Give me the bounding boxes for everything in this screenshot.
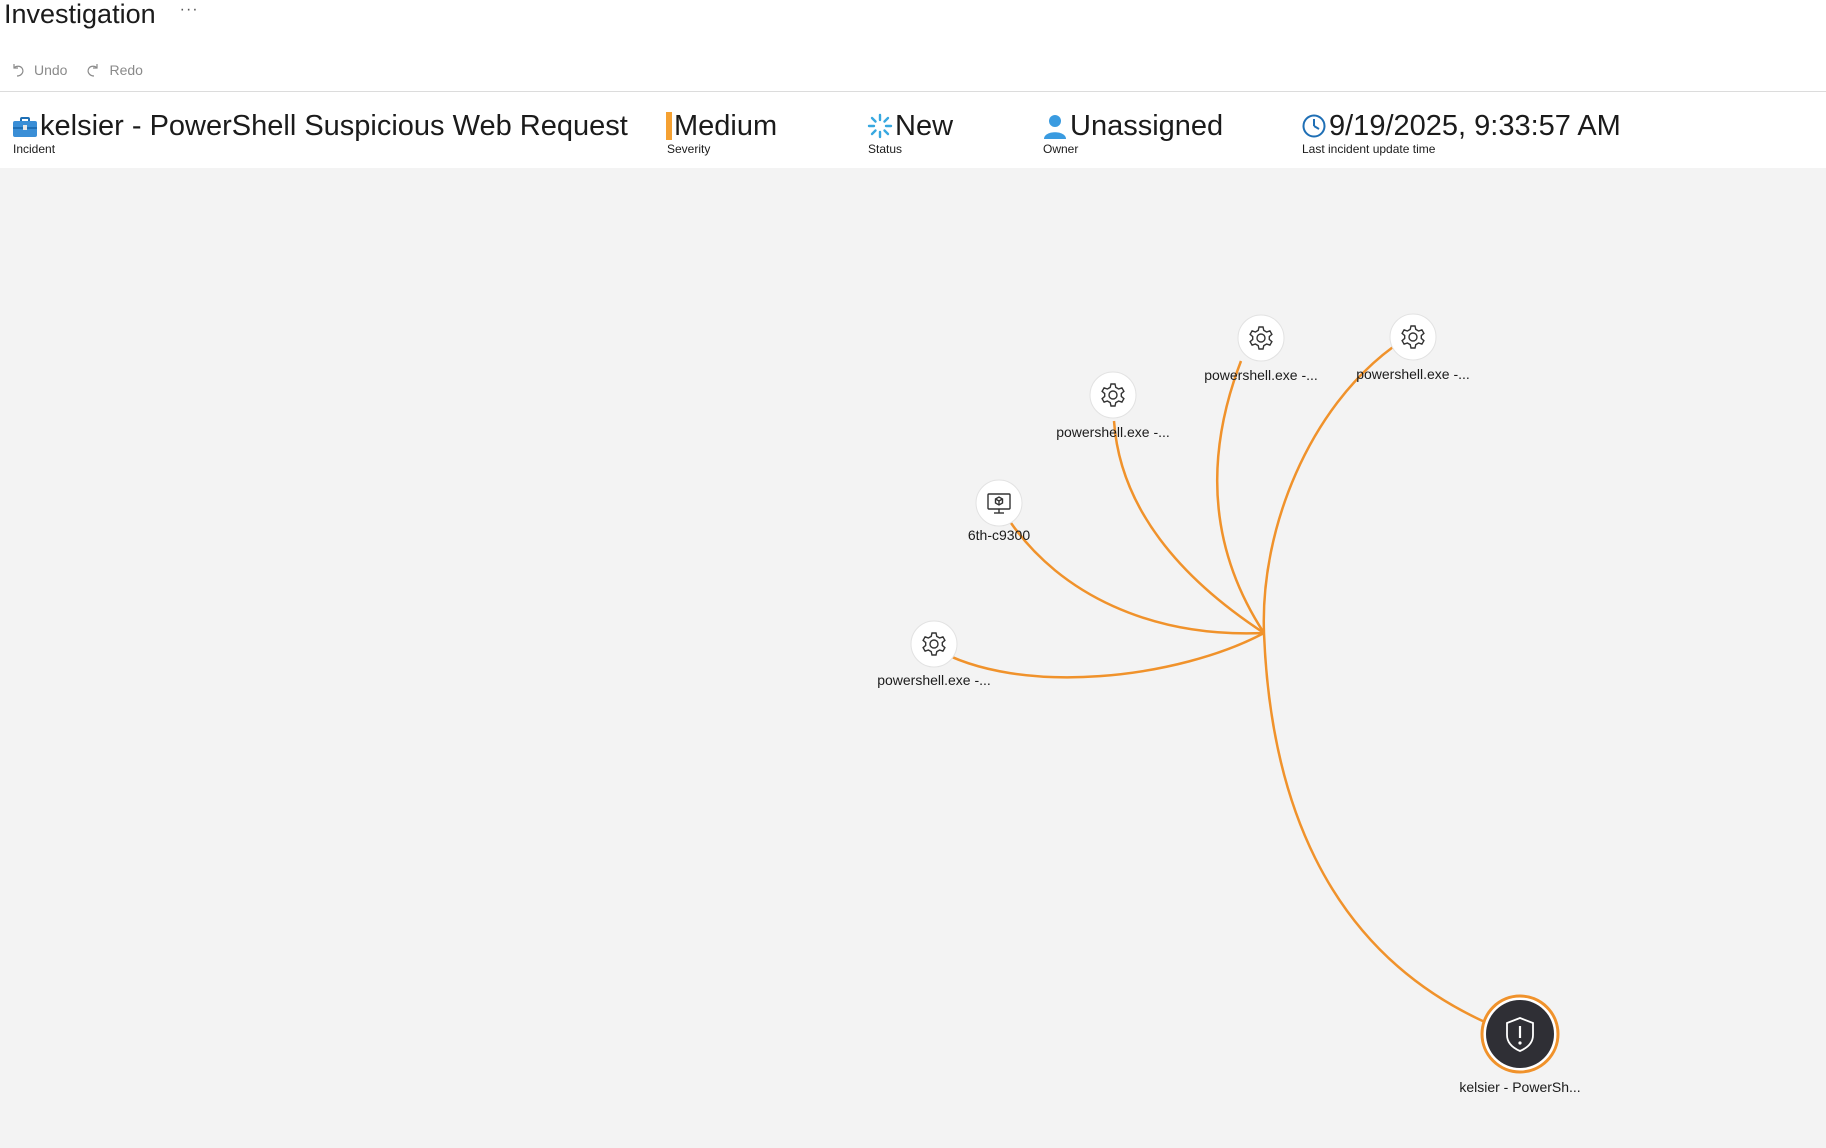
investigation-graph: powershell.exe -... powershell.exe -... … bbox=[877, 313, 1581, 1095]
status-caption: Status bbox=[868, 142, 903, 156]
node-label: powershell.exe -... bbox=[877, 672, 991, 688]
briefcase-icon bbox=[13, 117, 37, 137]
toolbar-divider bbox=[0, 91, 1826, 92]
user-icon bbox=[1044, 115, 1066, 139]
severity-field: Medium Severity bbox=[666, 110, 777, 156]
graph-node-proc3[interactable]: powershell.exe -... bbox=[1056, 371, 1170, 440]
owner-field: Unassigned Owner bbox=[1042, 110, 1223, 156]
redo-label: Redo bbox=[109, 62, 143, 78]
graph-node-proc1[interactable]: powershell.exe -... bbox=[1204, 314, 1318, 383]
severity-value: Medium bbox=[674, 110, 778, 142]
graph-edges bbox=[933, 345, 1488, 1025]
page-title: Investigation bbox=[4, 0, 156, 29]
investigation-graph-canvas[interactable]: powershell.exe -... powershell.exe -... … bbox=[0, 168, 1826, 1148]
edge-hub-to-alert bbox=[1262, 632, 1488, 1025]
owner-value: Unassigned bbox=[1070, 110, 1224, 142]
last-update-field: 9/19/2025, 9:33:57 AM Last incident upda… bbox=[1301, 110, 1621, 156]
graph-node-host[interactable]: 6th-c9300 bbox=[968, 479, 1030, 543]
edge-hub-to-proc4 bbox=[933, 631, 1265, 679]
gear-icon bbox=[1401, 325, 1425, 349]
edge-hub-to-proc1 bbox=[1216, 360, 1266, 634]
gear-icon bbox=[1101, 383, 1125, 407]
graph-node-proc4[interactable]: powershell.exe -... bbox=[877, 620, 991, 688]
redo-icon bbox=[88, 64, 99, 77]
incident-name-field: kelsier - PowerShell Suspicious Web Requ… bbox=[12, 110, 628, 156]
edge-hub-to-proc3 bbox=[1112, 420, 1265, 635]
incident-name: kelsier - PowerShell Suspicious Web Requ… bbox=[40, 110, 628, 142]
status-new-icon bbox=[867, 113, 893, 139]
severity-indicator bbox=[666, 112, 672, 140]
computer-icon bbox=[987, 493, 1011, 514]
node-label: powershell.exe -... bbox=[1056, 424, 1170, 440]
status-field: New Status bbox=[867, 110, 953, 156]
node-label: powershell.exe -... bbox=[1356, 366, 1470, 382]
undo-label: Undo bbox=[34, 62, 68, 78]
gear-icon bbox=[1249, 326, 1273, 350]
shield-alert-icon bbox=[1506, 1017, 1534, 1052]
edge-hub-to-host bbox=[1009, 522, 1265, 635]
node-label: 6th-c9300 bbox=[968, 527, 1030, 543]
incident-header: kelsier - PowerShell Suspicious Web Requ… bbox=[0, 92, 1826, 168]
title-row: Investigation ··· bbox=[0, 0, 199, 40]
clock-icon bbox=[1302, 114, 1326, 138]
node-label: kelsier - PowerSh... bbox=[1459, 1079, 1580, 1095]
severity-caption: Severity bbox=[667, 142, 711, 156]
undo-button[interactable]: Undo bbox=[10, 62, 67, 78]
owner-caption: Owner bbox=[1043, 142, 1079, 156]
gear-icon bbox=[922, 632, 946, 656]
edge-hub-to-proc2 bbox=[1262, 345, 1394, 634]
last-update-value: 9/19/2025, 9:33:57 AM bbox=[1329, 110, 1621, 142]
redo-button[interactable]: Redo bbox=[85, 62, 143, 78]
node-label: powershell.exe -... bbox=[1204, 367, 1318, 383]
status-value: New bbox=[895, 110, 954, 142]
toolbar: Undo Redo bbox=[10, 62, 143, 78]
graph-node-alert[interactable]: kelsier - PowerSh... bbox=[1459, 994, 1581, 1095]
incident-caption: Incident bbox=[13, 142, 56, 156]
last-update-caption: Last incident update time bbox=[1302, 142, 1436, 156]
more-options-button[interactable]: ··· bbox=[179, 1, 199, 18]
graph-node-proc2[interactable]: powershell.exe -... bbox=[1356, 313, 1470, 382]
undo-icon bbox=[13, 64, 24, 77]
